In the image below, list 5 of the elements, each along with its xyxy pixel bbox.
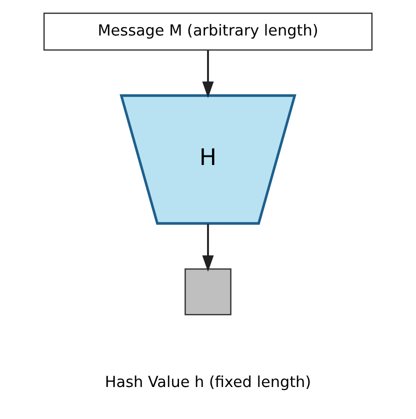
- node-box: [184, 268, 232, 316]
- node-box: Message M (arbitrary length): [43, 12, 373, 51]
- arrow: [202, 224, 214, 272]
- node-label: Hash Value h (fixed length): [104, 372, 312, 391]
- arrow: [202, 50, 214, 98]
